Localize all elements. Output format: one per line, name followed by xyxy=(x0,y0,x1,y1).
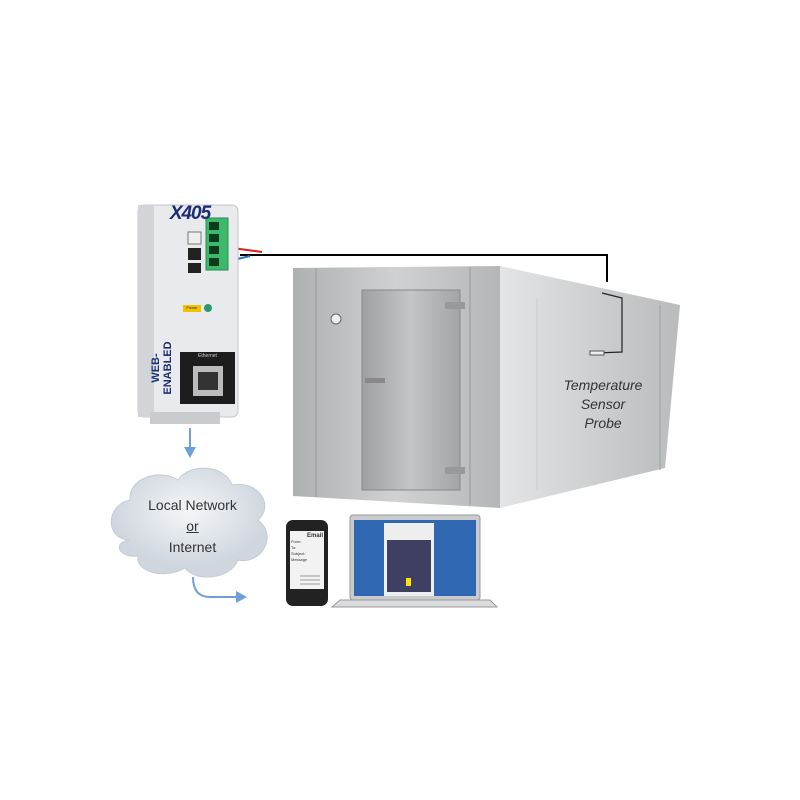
door-hinge-top xyxy=(445,302,465,309)
power-label-tag xyxy=(183,305,201,312)
rj45-opening xyxy=(198,372,218,390)
web-enabled-label: WEB-ENABLED xyxy=(150,341,174,395)
highlighted-cell xyxy=(406,578,411,586)
cooler-side-wall xyxy=(500,266,680,508)
terminal-screw xyxy=(209,246,219,254)
terminal-screw xyxy=(209,222,219,230)
laptop-base xyxy=(330,599,499,608)
device-brand-logo: X405 xyxy=(169,203,211,224)
walk-in-cooler xyxy=(293,266,680,508)
arrow-shaft xyxy=(192,576,238,598)
email-field-subject: Subject: xyxy=(291,551,306,556)
phone-screen xyxy=(290,531,324,589)
probe-line-1: Temperature xyxy=(563,377,643,393)
probe-cable xyxy=(594,292,623,354)
email-field-to: To: xyxy=(291,545,297,550)
phone-email-screen: Email From: To: Subject: Message xyxy=(291,533,323,563)
sensor-port xyxy=(187,231,202,245)
laptop xyxy=(330,514,499,608)
cooler-door xyxy=(361,289,461,491)
probe-line-2: Sensor xyxy=(580,396,626,412)
cloud-line-local-network: Local Network xyxy=(148,497,237,513)
probe-line-3: Probe xyxy=(584,415,622,431)
cloud-label: Local Network or Internet xyxy=(130,495,255,558)
terminal-block xyxy=(205,217,229,271)
sensor-port xyxy=(188,263,201,273)
door-handle xyxy=(365,378,385,383)
email-field-message: Message xyxy=(291,557,308,562)
module-side-rail xyxy=(138,205,154,417)
sensor-wire xyxy=(240,254,608,282)
cloud-line-internet: Internet xyxy=(168,539,217,555)
power-label: Power xyxy=(186,305,198,310)
probe-label: Temperature Sensor Probe xyxy=(548,376,658,433)
smartphone xyxy=(286,520,328,606)
terminal-screw xyxy=(209,258,219,266)
ethernet-label: Ethernet xyxy=(198,353,217,359)
email-title: Email xyxy=(306,533,323,539)
x405-module xyxy=(137,204,239,424)
arrow-head xyxy=(184,447,196,458)
arrow-head xyxy=(236,591,247,603)
sensor-port xyxy=(188,248,201,260)
din-rail-clip xyxy=(150,412,220,424)
terminal-screw xyxy=(209,234,219,242)
thermometer-dial xyxy=(330,313,342,325)
email-field-from: From: xyxy=(291,539,302,544)
probe-tip xyxy=(589,350,605,356)
network-cloud xyxy=(110,467,268,578)
power-led xyxy=(204,304,212,312)
cloud-line-or: or xyxy=(186,518,199,534)
door-hinge-bottom xyxy=(445,467,465,474)
arrow-to-network xyxy=(184,428,196,458)
arrow-to-clients xyxy=(192,576,247,603)
